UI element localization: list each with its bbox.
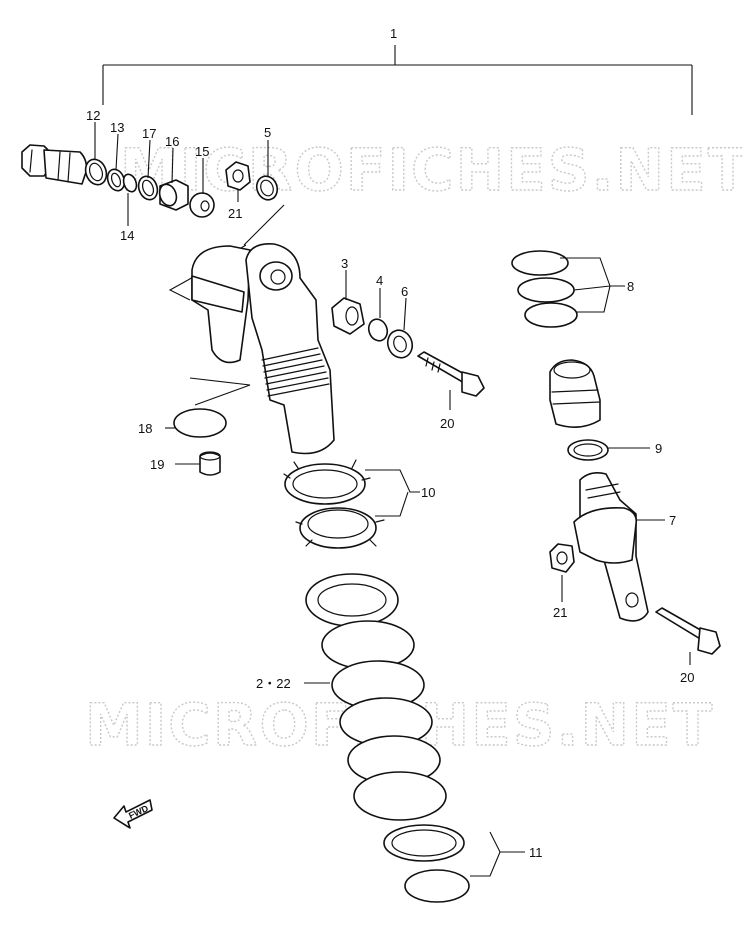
reservoir-cap-part [21, 144, 88, 185]
callout-17: 17 [142, 126, 156, 141]
spring-seat-11 [383, 824, 470, 903]
callout-5: 5 [264, 125, 271, 140]
cap-19 [199, 451, 221, 476]
callout-2-22: 2・22 [256, 676, 291, 691]
washer-6 [386, 329, 414, 359]
callout-13: 13 [110, 120, 124, 135]
spring-adjuster-nuts-10 [283, 459, 385, 549]
callout-4: 4 [376, 273, 383, 288]
bump-stopper [549, 359, 601, 428]
washer-13 [106, 168, 126, 192]
callout-10: 10 [421, 485, 435, 500]
callout-21-top: 21 [228, 206, 242, 221]
callout-6: 6 [401, 284, 408, 299]
callout-11: 11 [529, 845, 543, 860]
bushing-3 [331, 297, 365, 335]
assembly-bracket [102, 45, 693, 115]
callout-14: 14 [120, 228, 134, 243]
ring-9 [567, 439, 609, 461]
callout-labels: 1 12 13 14 17 16 15 21 5 3 4 6 20 18 19 … [86, 26, 694, 860]
damper-body [191, 243, 335, 455]
callout-20-top: 20 [440, 416, 454, 431]
ring-17 [137, 175, 159, 201]
callout-1: 1 [390, 26, 397, 41]
bolt-20-bottom [655, 607, 721, 655]
coil-spring-2 [305, 573, 447, 821]
watermark-top: MICROFICHES.NET [120, 136, 744, 204]
collar-15 [189, 192, 215, 218]
o-ring-4 [367, 318, 389, 342]
callout-21-bottom: 21 [553, 605, 567, 620]
spring-8 [511, 250, 578, 328]
callout-20-bottom: 20 [680, 670, 694, 685]
o-ring-18 [173, 408, 227, 438]
callout-15: 15 [195, 144, 209, 159]
bushing-16 [158, 179, 189, 211]
nut-21-top [225, 161, 251, 191]
o-ring-14 [122, 173, 138, 193]
nut-21-bottom [549, 543, 575, 573]
washer-5 [255, 175, 279, 201]
callout-8: 8 [627, 279, 634, 294]
callout-3: 3 [341, 256, 348, 271]
fwd-arrow-icon: FWD [113, 799, 153, 829]
bolt-20-top [417, 351, 485, 397]
clevis-7 [573, 472, 649, 622]
o-ring-12 [84, 158, 108, 186]
callout-12: 12 [86, 108, 100, 123]
callout-7: 7 [669, 513, 676, 528]
callout-16: 16 [165, 134, 179, 149]
leader-lines [94, 122, 691, 877]
callout-18: 18 [138, 421, 152, 436]
callout-9: 9 [655, 441, 662, 456]
callout-19: 19 [150, 457, 164, 472]
